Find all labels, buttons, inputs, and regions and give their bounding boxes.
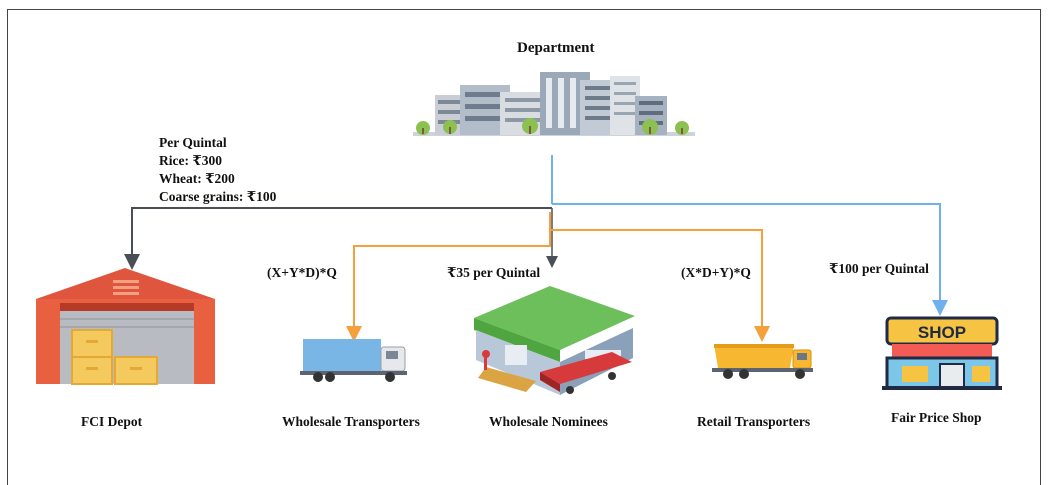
department-building-icon — [413, 72, 695, 136]
diagram-frame — [7, 9, 1041, 485]
arrow-to-fair-price-shop — [552, 203, 948, 316]
rate-heading: Per Quintal — [159, 135, 227, 150]
formula-retail-transport: (X*D+Y)*Q — [681, 265, 751, 280]
shop-icon — [882, 316, 1002, 390]
node-label-retail-transporters: Retail Transporters — [697, 414, 811, 429]
department-title: Department — [517, 40, 595, 56]
arrow-to-fci-depot — [124, 207, 552, 270]
node-label-fci-depot: FCI Depot — [81, 414, 143, 429]
rate-wheat: Wheat: ₹200 — [159, 171, 235, 186]
shop-sign-text: SHOP — [918, 323, 966, 342]
rate-coarse-grains: Coarse grains: ₹100 — [159, 189, 277, 204]
flow-connectors — [124, 155, 948, 342]
rate-fair-price-shop: ₹100 per Quintal — [829, 261, 929, 276]
node-label-wholesale-nominees: Wholesale Nominees — [489, 414, 608, 429]
rate-rice: Rice: ₹300 — [159, 153, 222, 168]
arrow-to-retail-transporters — [550, 229, 770, 342]
retail-truck-icon — [712, 344, 813, 379]
wholesale-truck-icon — [300, 339, 407, 382]
rate-card: Per Quintal Rice: ₹300 Wheat: ₹200 Coars… — [159, 134, 276, 206]
formula-wholesale-transport: (X+Y*D)*Q — [267, 265, 337, 280]
rate-wholesale-nominee: ₹35 per Quintal — [447, 265, 541, 280]
node-label-fair-price-shop: Fair Price Shop — [891, 410, 982, 425]
node-label-wholesale-transporters: Wholesale Transporters — [282, 414, 420, 429]
wholesale-warehouse-icon — [474, 286, 635, 395]
warehouse-icon — [36, 268, 215, 385]
